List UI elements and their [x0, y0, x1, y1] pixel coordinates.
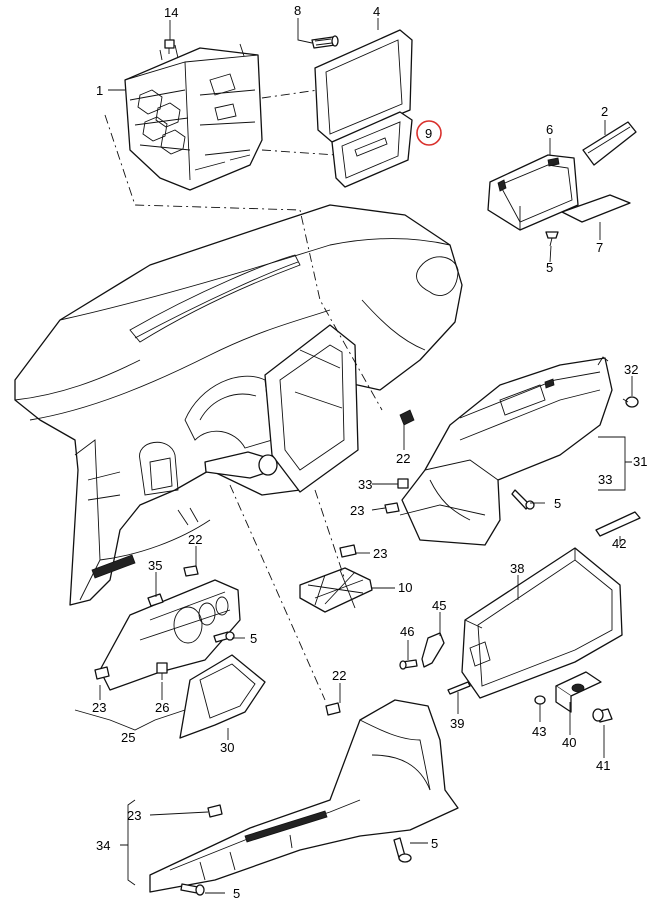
callout-33: 33 — [358, 477, 372, 492]
callout-46: 46 — [400, 624, 414, 639]
lower-console — [149, 699, 459, 893]
screw-part — [180, 883, 205, 896]
callout-5: 5 — [233, 886, 240, 901]
callout-45: 45 — [432, 598, 446, 613]
callout-9: 9 — [425, 126, 432, 141]
screw-part — [622, 396, 639, 408]
callout-4: 4 — [373, 4, 380, 19]
storage-box — [487, 154, 579, 231]
clip-part — [384, 502, 400, 514]
callout-31: 31 — [633, 454, 647, 469]
clip-part — [339, 544, 357, 558]
storage-pocket — [179, 654, 266, 739]
lock-part — [555, 671, 602, 713]
clip-part — [183, 565, 199, 577]
highlight-circle — [416, 120, 442, 146]
screw-part — [534, 695, 546, 705]
callout-23: 23 — [127, 808, 141, 823]
clip-part — [94, 666, 110, 680]
pin-part — [447, 681, 471, 695]
callout-1: 1 — [96, 83, 103, 98]
cover-lid — [582, 121, 637, 166]
leader-lines — [74, 18, 633, 894]
callout-32: 32 — [624, 362, 638, 377]
clip-part — [325, 702, 341, 716]
callout-2: 2 — [601, 104, 608, 119]
callout-8: 8 — [294, 3, 301, 18]
glovebox-carrier — [399, 356, 613, 546]
callout-23: 23 — [350, 503, 364, 518]
screw-part — [545, 231, 559, 247]
callout-25: 25 — [121, 730, 135, 745]
clip-part — [399, 409, 415, 426]
callout-40: 40 — [562, 735, 576, 750]
callout-6: 6 — [546, 122, 553, 137]
callout-5: 5 — [431, 836, 438, 851]
callout-23: 23 — [373, 546, 387, 561]
clip-part — [164, 39, 175, 54]
callout-5: 5 — [554, 496, 561, 511]
dashboard — [14, 204, 463, 606]
clip-part — [156, 662, 168, 680]
callout-43: 43 — [532, 724, 546, 739]
callout-42: 42 — [612, 536, 626, 551]
callout-7: 7 — [596, 240, 603, 255]
callout-34: 34 — [96, 838, 110, 853]
screw-part — [311, 35, 339, 49]
insulation-mat — [299, 567, 373, 613]
screw-part — [399, 659, 418, 670]
callout-23: 23 — [92, 700, 106, 715]
clip-part — [397, 478, 409, 489]
callout-5: 5 — [250, 631, 257, 646]
callout-22: 22 — [332, 668, 346, 683]
callout-30: 30 — [220, 740, 234, 755]
lock-cylinder — [592, 708, 613, 723]
screw-part — [511, 489, 535, 510]
trim-panel — [314, 29, 413, 143]
callout-38: 38 — [510, 561, 524, 576]
callout-22: 22 — [188, 532, 202, 547]
callout-22: 22 — [396, 451, 410, 466]
callout-35: 35 — [148, 558, 162, 573]
callout-14: 14 — [164, 5, 178, 20]
mounting-frame — [124, 43, 263, 191]
trim-panel-small — [331, 111, 413, 188]
callout-39: 39 — [450, 716, 464, 731]
callout-26: 26 — [155, 700, 169, 715]
callout-5: 5 — [546, 260, 553, 275]
callout-10: 10 — [398, 580, 412, 595]
clip-part — [207, 804, 223, 818]
storage-mat — [561, 194, 631, 223]
trim-strip — [595, 511, 641, 537]
callout-33: 33 — [598, 472, 612, 487]
latch-part — [421, 632, 445, 668]
callout-labels: 14 8 4 1 9 2 6 7 5 32 22 31 33 33 23 5 4… — [92, 3, 647, 901]
screw-part — [393, 837, 412, 863]
callout-41: 41 — [596, 758, 610, 773]
glove-box — [461, 547, 623, 699]
